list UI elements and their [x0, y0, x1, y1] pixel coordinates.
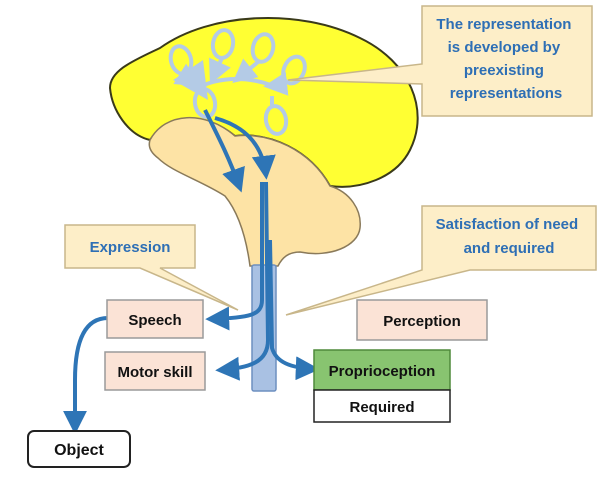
callout-expression-text: Expression — [90, 239, 171, 256]
callout-expression: Expression — [64, 224, 239, 311]
box-speech: Speech — [106, 299, 204, 339]
representation-loops — [168, 28, 307, 136]
box-required-label: Required — [349, 399, 414, 416]
box-perception: Perception — [356, 299, 488, 341]
box-required: Required — [313, 389, 451, 423]
descending-arrows — [63, 109, 320, 435]
svg-text:Satisfaction of need and: Satisfaction of need and required — [436, 216, 583, 257]
box-object-label: Object — [54, 442, 104, 459]
box-proprioception-label: Proprioception — [329, 363, 436, 380]
box-speech-label: Speech — [128, 312, 181, 329]
callout-satisfaction-line2: and required — [464, 240, 555, 257]
callout-representation-line1: The representation — [436, 16, 571, 33]
box-perception-label: Perception — [383, 313, 461, 330]
callout-satisfaction: Satisfaction of need and required — [285, 205, 597, 316]
callout-satisfaction-line1: Satisfaction of need — [436, 216, 579, 233]
box-proprioception: Proprioception — [313, 349, 451, 391]
callout-representation-line4: representations — [450, 85, 563, 102]
box-motor-skill: Motor skill — [104, 351, 206, 391]
callout-representation-line3: preexisting — [464, 62, 544, 79]
callout-representation: The representation is developed by preex… — [287, 5, 593, 117]
box-object: Object — [27, 430, 131, 468]
svg-text:The representation is de: The representation is developed by preex… — [436, 16, 575, 102]
box-motor-skill-label: Motor skill — [117, 364, 192, 381]
callout-representation-line2: is developed by — [448, 39, 561, 56]
